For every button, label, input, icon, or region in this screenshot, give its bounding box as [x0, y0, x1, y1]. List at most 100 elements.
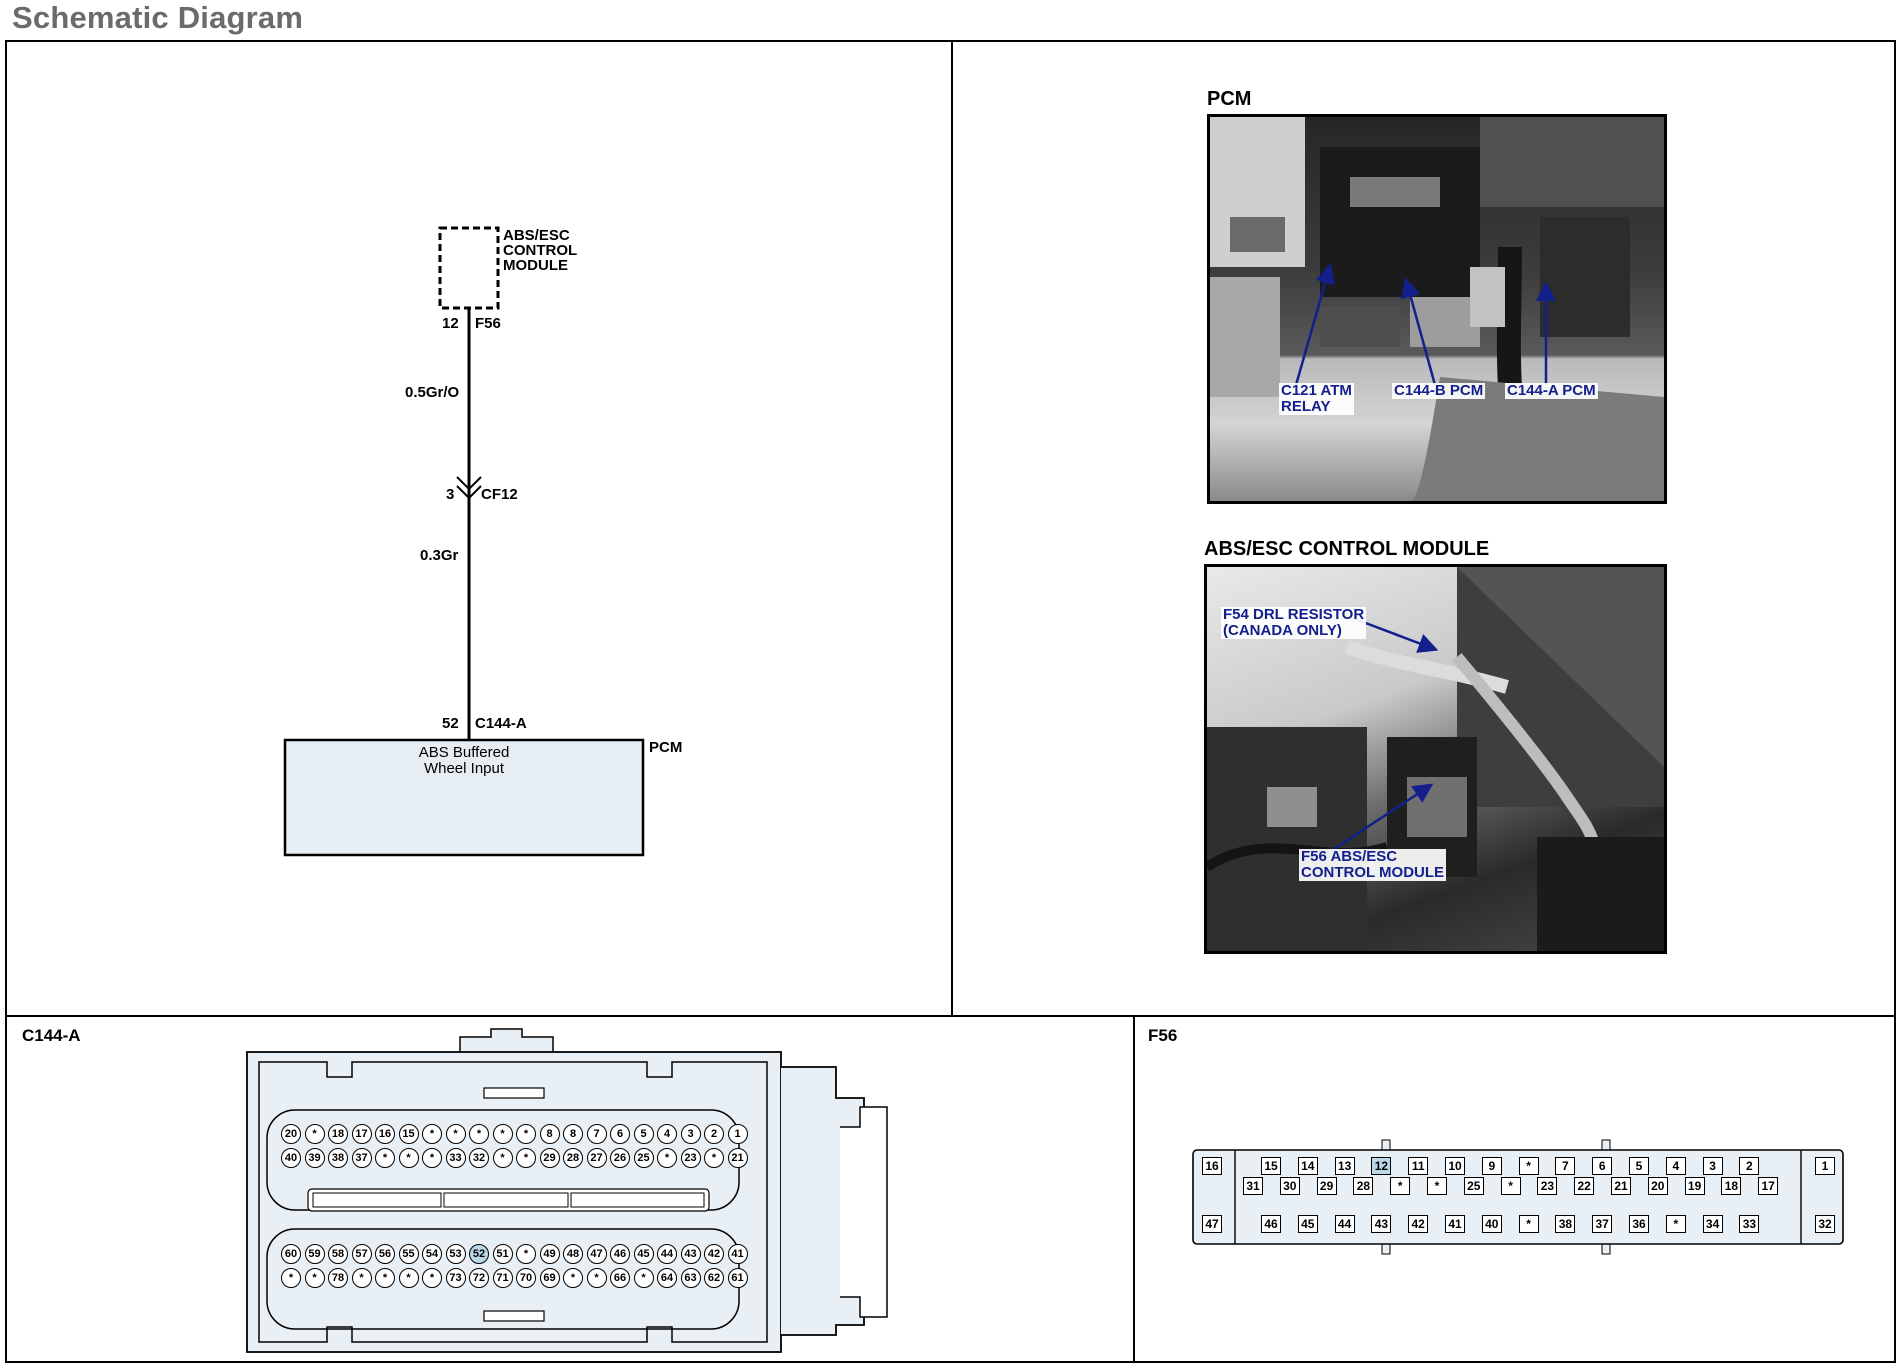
- c144a-pin: *: [516, 1148, 536, 1168]
- f56-pin: 37: [1592, 1215, 1613, 1233]
- pin-52-label: 52: [442, 715, 459, 732]
- schematic-panel: ABS/ESC CONTROL MODULE 12 F56 0.5Gr/O 3 …: [5, 40, 953, 1017]
- c144a-pin: 33: [445, 1148, 466, 1168]
- c144a-title: C144-A: [22, 1026, 81, 1045]
- c144a-pin: *: [516, 1244, 536, 1264]
- f56-pin: 45: [1297, 1215, 1318, 1233]
- f56-pin: 28: [1353, 1177, 1374, 1195]
- f56-pin: *: [1665, 1215, 1686, 1233]
- f56-pin: 38: [1555, 1215, 1576, 1233]
- f56-pin: 20: [1647, 1177, 1668, 1195]
- c144a-pin: *: [657, 1148, 677, 1168]
- c144a-pin: 6: [610, 1124, 630, 1144]
- c144a-pin: *: [704, 1148, 724, 1168]
- c144a-pin: 48: [563, 1244, 583, 1264]
- c144a-pin: 5: [633, 1124, 654, 1144]
- c144a-pin: 43: [680, 1244, 701, 1264]
- pcm-function-label: ABS Buffered Wheel Input: [418, 744, 510, 777]
- c144a-pin: 58: [328, 1244, 348, 1264]
- abs-module-label: ABS/ESC CONTROL MODULE: [503, 227, 578, 274]
- c144a-pin: 66: [610, 1268, 630, 1288]
- c144a-pin: 2: [704, 1124, 724, 1144]
- f56-pin: 22: [1574, 1177, 1595, 1195]
- f56-title: F56: [1148, 1026, 1178, 1045]
- f56-pin: 4: [1665, 1157, 1686, 1175]
- callout-c144b-pcm: C144-B PCM: [1392, 382, 1486, 399]
- c144a-pin: 57: [351, 1244, 372, 1264]
- f56-pin: 14: [1297, 1157, 1318, 1175]
- abs-photo: F54 DRL RESISTOR (CANADA ONLY) F56 ABS/E…: [1204, 564, 1667, 954]
- callout-c121-atm-relay: C121 ATM RELAY: [1279, 382, 1354, 415]
- f56-pin: 33: [1739, 1215, 1760, 1233]
- c144a-pin: *: [422, 1148, 442, 1168]
- c144a-pin: *: [563, 1268, 583, 1288]
- c144a-pin: 53: [445, 1244, 466, 1264]
- c144a-pin: 16: [375, 1124, 395, 1144]
- c144a-pin: 1: [727, 1124, 748, 1144]
- c144a-pin: *: [469, 1124, 489, 1144]
- f56-pin: 31: [1243, 1177, 1263, 1195]
- c144a-pin: 63: [680, 1268, 701, 1288]
- callout-f56-abs-esc: F56 ABS/ESC CONTROL MODULE: [1299, 848, 1447, 881]
- c144a-pin: *: [304, 1124, 325, 1144]
- f56-pin: 34: [1702, 1215, 1723, 1233]
- c144a-pin: 21: [727, 1148, 748, 1168]
- c144a-pin: 73: [445, 1268, 466, 1288]
- f56-pin: 5: [1629, 1157, 1649, 1175]
- c144a-pin: 8: [563, 1124, 583, 1144]
- c144a-pin: 71: [492, 1268, 513, 1288]
- f56-pin: 21: [1611, 1177, 1631, 1195]
- c144a-pin: 32: [469, 1148, 489, 1168]
- f56-pin: 23: [1537, 1177, 1558, 1195]
- c144a-pin: 39: [304, 1148, 325, 1168]
- c144a-pin: 15: [398, 1124, 419, 1144]
- f56-pin: *: [1427, 1177, 1447, 1195]
- c144a-pin: 27: [586, 1148, 607, 1168]
- page-title: Schematic Diagram: [12, 0, 304, 35]
- c144a-pin: *: [492, 1124, 513, 1144]
- c144a-pin: 56: [375, 1244, 395, 1264]
- c144a-pin: *: [516, 1124, 536, 1144]
- f56-pin: *: [1390, 1177, 1411, 1195]
- f56-pin: 19: [1684, 1177, 1705, 1195]
- c144a-pin: *: [351, 1268, 372, 1288]
- f56-pin: 43: [1371, 1215, 1392, 1233]
- c144a-pin: 47: [586, 1244, 607, 1264]
- c144a-pin: 7: [586, 1124, 607, 1144]
- c144a-pin: *: [398, 1148, 419, 1168]
- c144a-pin: *: [422, 1124, 442, 1144]
- c144a-pin: 44: [657, 1244, 677, 1264]
- c144a-pin: *: [633, 1268, 654, 1288]
- callout-f54-drl-resistor: F54 DRL RESISTOR (CANADA ONLY): [1221, 606, 1367, 639]
- pin-12-label: 12: [442, 315, 459, 332]
- c144a-pin: *: [422, 1268, 442, 1288]
- connector-c144a-label: C144-A: [475, 715, 527, 732]
- c144a-pin: *: [492, 1148, 513, 1168]
- c144a-pin: 4: [657, 1124, 677, 1144]
- abs-callout-arrows: [1324, 617, 1439, 857]
- c144a-pin: 49: [539, 1244, 560, 1264]
- f56-pin: 18: [1721, 1177, 1742, 1195]
- f56-pin: 32: [1815, 1215, 1835, 1233]
- f56-pin: 6: [1592, 1157, 1613, 1175]
- c144a-pin: *: [375, 1148, 395, 1168]
- c144a-pin: 54: [422, 1244, 442, 1264]
- c144a-pin: *: [586, 1268, 607, 1288]
- f56-pin: 7: [1555, 1157, 1576, 1175]
- c144a-pin: 26: [610, 1148, 630, 1168]
- c144a-pin: *: [281, 1268, 301, 1288]
- c144a-pin: 17: [351, 1124, 372, 1144]
- c144a-pin: *: [398, 1268, 419, 1288]
- c144a-pin: 8: [539, 1124, 560, 1144]
- c144a-pin: 28: [563, 1148, 583, 1168]
- f56-pin: 1: [1815, 1157, 1835, 1175]
- f56-pin: 29: [1316, 1177, 1337, 1195]
- c144a-pin: 64: [657, 1268, 677, 1288]
- c144a-pin: 38: [328, 1148, 348, 1168]
- c144a-pin: *: [304, 1268, 325, 1288]
- pcm-photo: C121 ATM RELAY C144-B PCM C144-A PCM: [1207, 114, 1667, 504]
- f56-pin: *: [1518, 1157, 1539, 1175]
- c144a-pin: 70: [516, 1268, 536, 1288]
- f56-pin: 40: [1481, 1215, 1502, 1233]
